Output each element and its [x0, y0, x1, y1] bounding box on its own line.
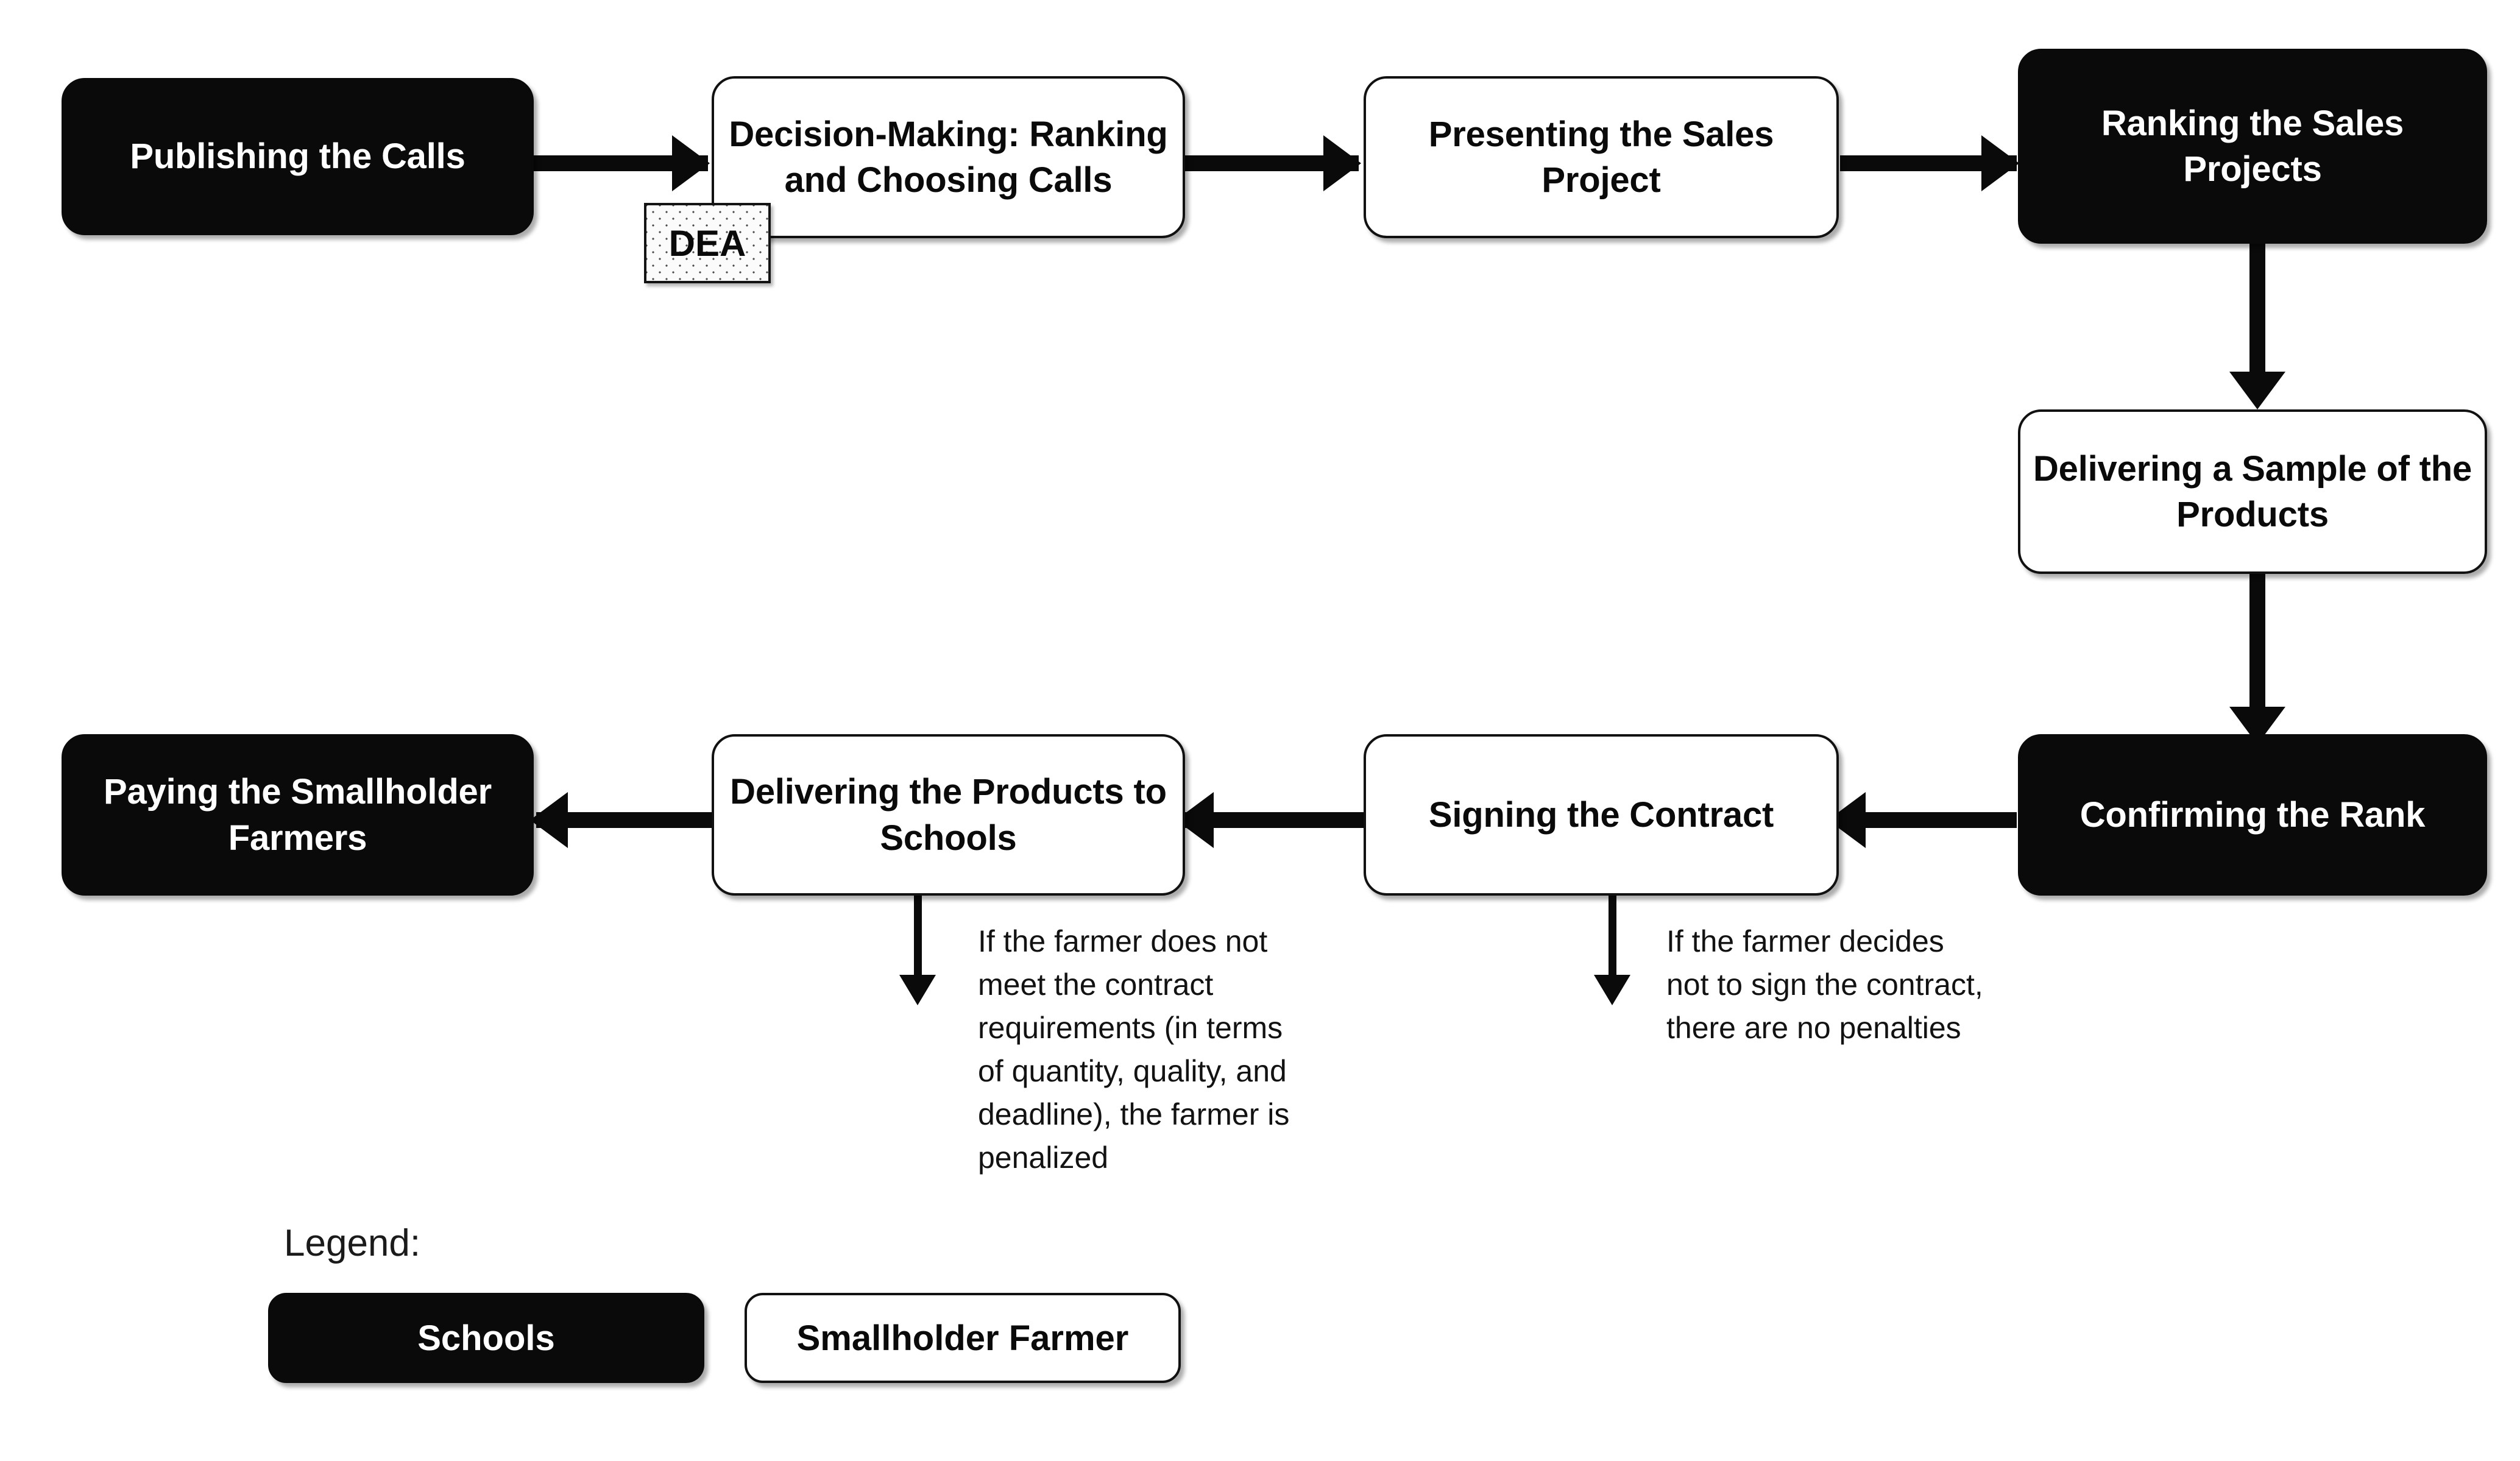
note-penalty-line-3: requirements (in terms [978, 1011, 1283, 1045]
note-penalty-line-4: of quantity, quality, and [978, 1054, 1287, 1088]
node-confirming-the-rank[interactable]: Confirming the Rank [2018, 734, 2487, 896]
legend-item-schools[interactable]: Schools [268, 1293, 704, 1383]
legend-title: Legend: [284, 1222, 421, 1264]
node-label-ranking-line2: Sales Projects [2183, 103, 2404, 189]
node-label-paying: Paying the Smallholder Farmers [73, 769, 523, 861]
note-penalty-line-1: If the farmer does not [978, 924, 1268, 958]
node-label-paying-line2: Smallholder Farmers [228, 772, 492, 858]
node-label-decision-making-line1: Decision-Making: [729, 114, 1020, 154]
node-label-publishing-the-calls: Publishing the Calls [130, 136, 465, 177]
connector-delivering-to-penalty-note [914, 896, 922, 993]
note-penalty-line-6: penalized [978, 1141, 1109, 1175]
node-label-decision-making-line2: Ranking and [784, 114, 1168, 200]
node-delivering-products-to-schools[interactable]: Delivering the Products to Schools [712, 734, 1185, 896]
arrowhead-penalty-note [899, 975, 936, 1005]
arrowhead-no-penalty-note [1594, 975, 1630, 1005]
node-label-sample-line1: Delivering a Sample [2033, 448, 2367, 489]
node-label-presenting-line1: Presenting the [1428, 114, 1672, 154]
node-label-signing-the-contract: Signing the Contract [1428, 794, 1774, 835]
node-label-ranking-line1: Ranking the [2101, 103, 2302, 143]
node-paying-the-smallholder-farmers[interactable]: Paying the Smallholder Farmers [62, 734, 534, 896]
legend-item-smallholder-farmer-label: Smallholder Farmer [796, 1318, 1129, 1358]
node-label-delivering-line1: Delivering the [730, 772, 962, 812]
node-ranking-the-sales-projects[interactable]: Ranking the Sales Projects [2018, 49, 2487, 244]
legend-item-schools-label: Schools [417, 1318, 555, 1358]
note-no-penalty: If the farmer decides not to sign the co… [1666, 920, 2065, 1050]
node-label-sample: Delivering a Sample of the Products [2030, 446, 2475, 538]
node-publishing-the-calls[interactable]: Publishing the Calls [62, 78, 534, 235]
node-presenting-the-sales-project[interactable]: Presenting the Sales Project [1364, 76, 1839, 238]
node-label-sample-line2: of the Products [2176, 448, 2472, 534]
node-decision-making[interactable]: Decision-Making: Ranking and Choosing Ca… [712, 76, 1185, 238]
node-label-delivering-line2: Products to Schools [880, 772, 1167, 858]
arrowhead-presenting-to-ranking [1981, 135, 2019, 191]
note-no-penalty-line-1: If the farmer decides [1666, 924, 1944, 958]
note-penalty-line-2: meet the contract [978, 968, 1214, 1002]
note-penalty: If the farmer does not meet the contract… [978, 920, 1377, 1180]
method-tag-dea-label: DEA [668, 222, 746, 264]
node-delivering-a-sample[interactable]: Delivering a Sample of the Products [2018, 409, 2487, 574]
note-no-penalty-line-2: not to sign the contract, [1666, 968, 1983, 1002]
method-tag-dea[interactable]: DEA [644, 203, 771, 283]
arrowhead-ranking-to-sample [2229, 372, 2285, 409]
arrowhead-publishing-to-decision [672, 135, 710, 191]
node-label-decision-making: Decision-Making: Ranking and Choosing Ca… [724, 111, 1173, 203]
arrowhead-decision-to-presenting [1323, 135, 1361, 191]
arrowhead-delivering-to-paying [530, 792, 568, 848]
node-label-paying-line1: Paying the [104, 772, 281, 812]
node-label-presenting: Presenting the Sales Project [1376, 111, 1827, 203]
note-penalty-line-5: deadline), the farmer is [978, 1097, 1290, 1131]
node-label-confirming-the-rank: Confirming the Rank [2079, 794, 2426, 835]
note-no-penalty-line-3: there are no penalties [1666, 1011, 1961, 1045]
node-label-ranking: Ranking the Sales Projects [2029, 101, 2476, 193]
legend-item-smallholder-farmer[interactable]: Smallholder Farmer [745, 1293, 1181, 1383]
connector-sample-to-confirming [2249, 573, 2265, 731]
node-label-delivering: Delivering the Products to Schools [724, 769, 1173, 861]
connector-ranking-to-sample [2249, 244, 2265, 396]
node-label-decision-making-line3: Choosing Calls [857, 160, 1113, 200]
connector-signing-to-no-penalty-note [1609, 896, 1616, 993]
node-signing-the-contract[interactable]: Signing the Contract [1364, 734, 1839, 896]
node-label-presenting-line2: Sales Project [1541, 114, 1774, 200]
